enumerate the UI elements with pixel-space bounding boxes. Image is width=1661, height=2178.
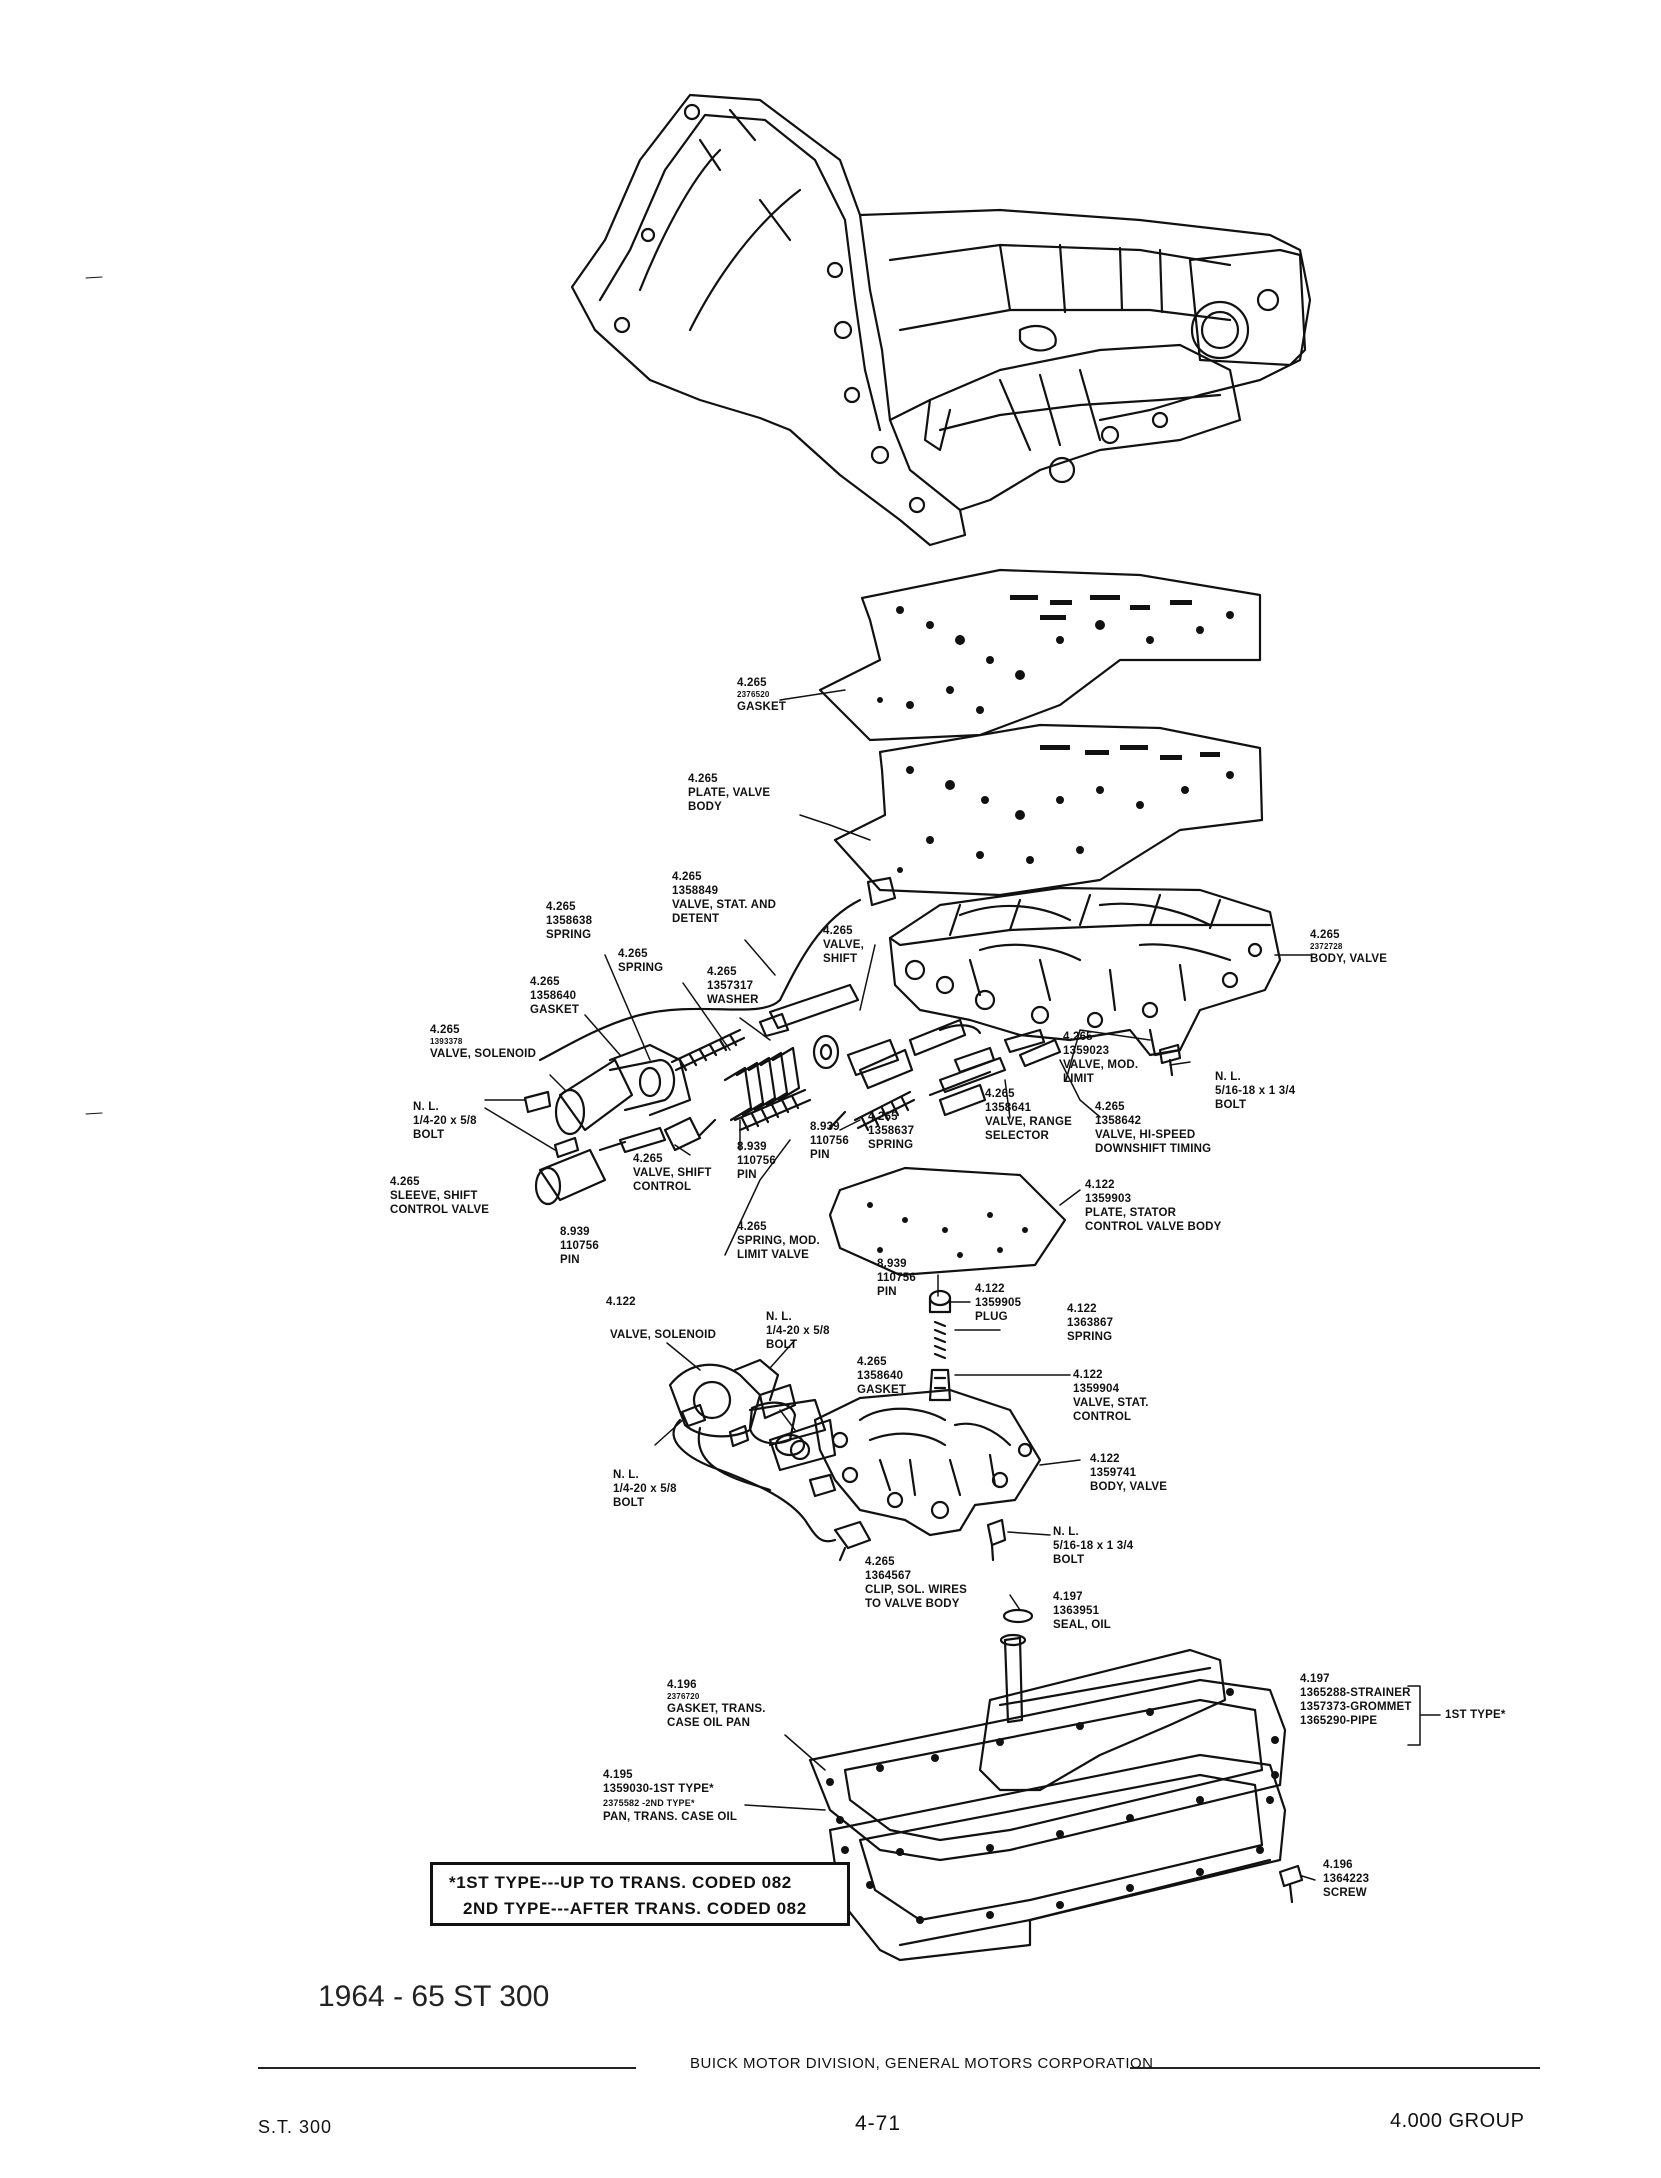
- label-spring-mod-limit: 4.265 SPRING, MOD. LIMIT VALVE: [737, 1221, 820, 1261]
- label-pin-a: 8.939 110756 PIN: [810, 1121, 849, 1161]
- label-spring-1358637: 4.265 1358637 SPRING: [868, 1111, 915, 1151]
- label-valve-solenoid-lower-num: 4.122: [606, 1296, 636, 1308]
- label-screw: 4.196 1364223 SCREW: [1323, 1859, 1370, 1899]
- label-pin-b: 8.939 110756 PIN: [737, 1141, 776, 1181]
- label-valve-stat-detent: 4.265 1358849 VALVE, STAT. AND DETENT: [672, 871, 777, 925]
- label-gasket-trans-case: 4.196 2376720 GASKET, TRANS. CASE OIL PA…: [667, 1679, 766, 1729]
- label-sleeve-shift-control: 4.265 SLEEVE, SHIFT CONTROL VALVE: [390, 1176, 490, 1216]
- label-plate-stator: 4.122 1359903 PLATE, STATOR CONTROL VALV…: [1085, 1179, 1222, 1233]
- label-valve-hi-speed: 4.265 1358642 VALVE, HI-SPEED DOWNSHIFT …: [1095, 1101, 1212, 1155]
- label-plate-valve-body: 4.265 PLATE, VALVE BODY: [688, 773, 771, 813]
- label-washer: 4.265 1357317 WASHER: [707, 966, 759, 1006]
- leader-lines: [484, 689, 1441, 1881]
- label-pan-trans-case: 4.195 1359030-1ST TYPE* 2375582 -2ND TYP…: [603, 1769, 738, 1823]
- label-body-valve-upper: 4.265 2372728 BODY, VALVE: [1310, 929, 1388, 965]
- label-valve-mod-limit: 4.265 1359023 VALVE, MOD. LIMIT: [1063, 1031, 1139, 1085]
- label-nl-bolt-lower-top: N. L. 1/4-20 x 5/8 BOLT: [766, 1311, 830, 1351]
- label-nl-bolt-upper-left: N. L. 1/4-20 x 5/8 BOLT: [413, 1101, 477, 1141]
- footer-division: BUICK MOTOR DIVISION, GENERAL MOTORS COR…: [690, 2055, 1154, 2072]
- page-title: 1964 - 65 ST 300: [318, 1980, 550, 2013]
- stator-plate-drawing: [828, 1166, 1067, 1277]
- label-first-type: 1ST TYPE*: [1445, 1709, 1506, 1721]
- label-gasket: 4.265 2376520 GASKET: [737, 677, 787, 713]
- label-valve-range-selector: 4.265 1358641 VALVE, RANGE SELECTOR: [985, 1088, 1072, 1142]
- label-spring: 4.265 SPRING: [618, 948, 664, 974]
- footer-rule-left: [258, 2067, 636, 2069]
- label-nl-bolt-upper-right: N. L. 5/16-18 x 1 3/4 BOLT: [1215, 1071, 1296, 1111]
- lower-valve-body-drawing: [668, 1358, 1042, 1562]
- label-gasket-1358640-upper: 4.265 1358640 GASKET: [530, 976, 580, 1016]
- upper-valve-body-drawing: [888, 886, 1282, 1057]
- footer-page-number: 4-71: [855, 2112, 902, 2135]
- label-valve-shift: 4.265 VALVE, SHIFT: [823, 925, 865, 965]
- label-seal-oil: 4.197 1363951 SEAL, OIL: [1053, 1591, 1112, 1631]
- label-strainer: 4.197 1365288-STRAINER 1357373-GROMMET 1…: [1300, 1673, 1412, 1727]
- label-spring-1363867: 4.122 1363867 SPRING: [1067, 1303, 1114, 1343]
- label-nl-bolt-lower-left: N. L. 1/4-20 x 5/8 BOLT: [613, 1469, 677, 1509]
- type-legend-box: *1ST TYPE---UP TO TRANS. CODED 082 2ND T…: [430, 1862, 850, 1926]
- label-valve-solenoid-lower: VALVE, SOLENOID: [610, 1329, 717, 1341]
- stat-control-stack-drawing: [928, 1289, 952, 1402]
- upper-valve-train-drawing: [523, 876, 1182, 1206]
- transmission-case-drawing: [570, 93, 1312, 547]
- label-nl-bolt-lower-right: N. L. 5/16-18 x 1 3/4 BOLT: [1053, 1526, 1134, 1566]
- label-pin-d: 8.939 110756 PIN: [877, 1258, 916, 1298]
- oil-pan-drawing: [808, 1633, 1287, 1962]
- valve-body-plate-drawing: [833, 723, 1264, 897]
- label-valve-solenoid-upper: 4.265 1393378 VALVE, SOLENOID: [430, 1024, 537, 1060]
- screw-drawing: [1278, 1864, 1304, 1904]
- label-pin-c: 8.939 110756 PIN: [560, 1226, 599, 1266]
- legend-line-1: *1ST TYPE---UP TO TRANS. CODED 082: [449, 1873, 792, 1892]
- label-spring-1358638: 4.265 1358638 SPRING: [546, 901, 593, 941]
- label-clip-sol-wires: 4.265 1364567 CLIP, SOL. WIRES TO VALVE …: [865, 1556, 968, 1610]
- footer-group: 4.000 GROUP: [1390, 2110, 1525, 2132]
- label-valve-stat-control: 4.122 1359904 VALVE, STAT. CONTROL: [1073, 1369, 1149, 1423]
- label-gasket-1358640-lower: 4.265 1358640 GASKET: [857, 1356, 907, 1396]
- footer-rule-right: [1130, 2067, 1540, 2069]
- label-body-valve-lower: 4.122 1359741 BODY, VALVE: [1090, 1453, 1168, 1493]
- label-plug: 4.122 1359905 PLUG: [975, 1283, 1022, 1323]
- legend-line-2: 2ND TYPE---AFTER TRANS. CODED 082: [463, 1899, 807, 1918]
- gasket-plate-drawing: [818, 568, 1262, 742]
- label-valve-shift-control: 4.265 VALVE, SHIFT CONTROL: [633, 1153, 712, 1193]
- oil-seal-drawing: [1002, 1608, 1034, 1624]
- footer-model: S.T. 300: [258, 2117, 333, 2137]
